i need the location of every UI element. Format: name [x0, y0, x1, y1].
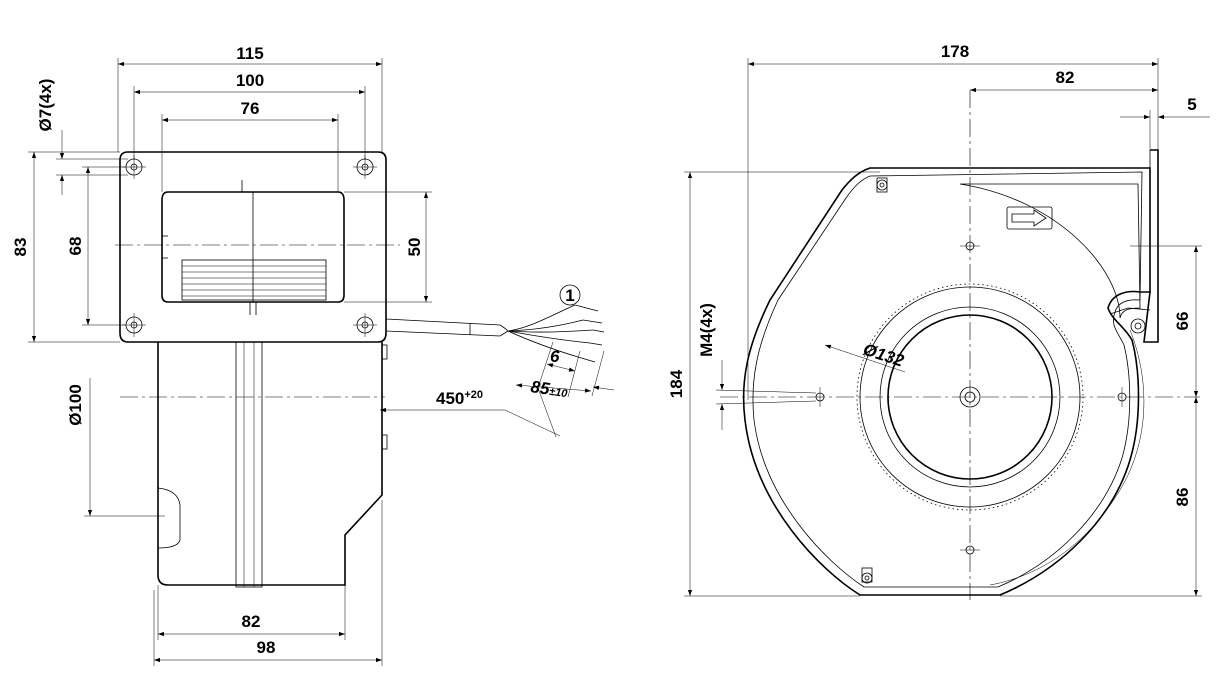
front-view: 178 82 5 184 M4(4x) Ø132 66 86	[667, 42, 1210, 600]
dim-86: 86	[1173, 488, 1192, 507]
dim-82-top: 82	[1056, 68, 1075, 87]
dim-7-4x: Ø7(4x)	[36, 79, 55, 132]
cable	[385, 304, 605, 363]
dim-5: 5	[1187, 95, 1196, 114]
dim-50: 50	[405, 238, 424, 257]
mounting-flange	[119, 151, 387, 343]
dim-66: 66	[1173, 312, 1192, 331]
dim-115: 115	[236, 44, 263, 63]
top-bracket	[1109, 149, 1159, 343]
dim-85: 85±10	[529, 377, 569, 401]
outlet-duct	[161, 180, 345, 315]
callout-1: 1	[565, 286, 574, 305]
dim-100: 100	[236, 71, 264, 90]
dim-m4-4x: M4(4x)	[697, 303, 716, 357]
motor-housing	[157, 341, 388, 588]
flange-holes	[122, 155, 377, 337]
side-view: 115 100 76 Ø7(4x) 83 68 50 Ø1	[11, 44, 615, 666]
dim-82-bottom: 82	[242, 612, 261, 631]
dim-184: 184	[667, 369, 686, 398]
dim-100-diameter: Ø100	[66, 384, 85, 426]
dim-76: 76	[241, 99, 260, 118]
dim-6: 6	[550, 347, 560, 366]
dim-68: 68	[66, 237, 85, 256]
dim-450: 450+20	[436, 389, 483, 408]
callout-1-circle	[559, 284, 581, 306]
lug-bottom	[861, 567, 873, 583]
dim-178: 178	[941, 42, 969, 61]
airflow-arrow-box	[1006, 206, 1053, 230]
dim-83: 83	[11, 238, 30, 257]
dim-98: 98	[257, 638, 276, 657]
dim-132-diameter: Ø132	[861, 340, 907, 371]
